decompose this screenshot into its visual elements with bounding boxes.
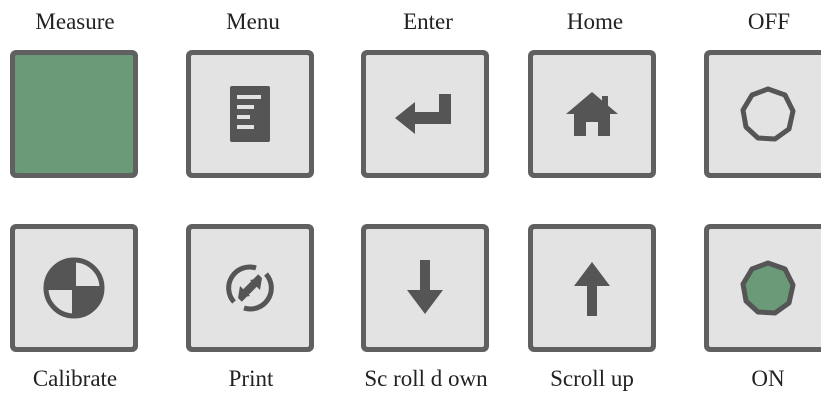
scroll-down-button[interactable]: [361, 224, 489, 352]
label-scroll-down: Sc roll d own: [364, 366, 488, 391]
print-cycle-icon: [226, 264, 274, 312]
calibrate-button[interactable]: [10, 224, 138, 352]
menu-button[interactable]: [186, 50, 314, 178]
home-icon: [566, 92, 618, 136]
on-button[interactable]: [704, 224, 821, 352]
home-key-face: [533, 55, 651, 173]
label-off: OFF: [747, 9, 791, 34]
measure-button[interactable]: [10, 50, 138, 178]
label-print: Print: [228, 366, 274, 391]
enter-button[interactable]: [361, 50, 489, 178]
enter-arrow-icon: [395, 94, 451, 134]
off-key-face: [709, 55, 821, 173]
scroll-down-key-face: [366, 229, 484, 347]
power-off-ring-icon: [740, 86, 796, 142]
label-menu: Menu: [226, 9, 280, 34]
measure-key-face: [15, 55, 133, 173]
print-button[interactable]: [186, 224, 314, 352]
power-on-filled-icon: [740, 260, 796, 316]
menu-document-icon: [230, 86, 270, 142]
arrow-down-icon: [407, 260, 443, 314]
on-key-face: [709, 229, 821, 347]
label-calibrate: Calibrate: [32, 366, 118, 391]
label-measure: Measure: [35, 9, 115, 34]
calibrate-key-face: [15, 229, 133, 347]
arrow-up-icon: [574, 262, 610, 316]
print-key-face: [191, 229, 309, 347]
label-on: ON: [751, 366, 785, 391]
scroll-up-key-face: [533, 229, 651, 347]
menu-key-face: [191, 55, 309, 173]
calibrate-target-icon: [43, 257, 105, 319]
label-home: Home: [566, 9, 624, 34]
label-enter: Enter: [403, 9, 453, 34]
off-button[interactable]: [704, 50, 821, 178]
enter-key-face: [366, 55, 484, 173]
home-button[interactable]: [528, 50, 656, 178]
scroll-up-button[interactable]: [528, 224, 656, 352]
label-scroll-up: Scroll up: [550, 366, 634, 391]
